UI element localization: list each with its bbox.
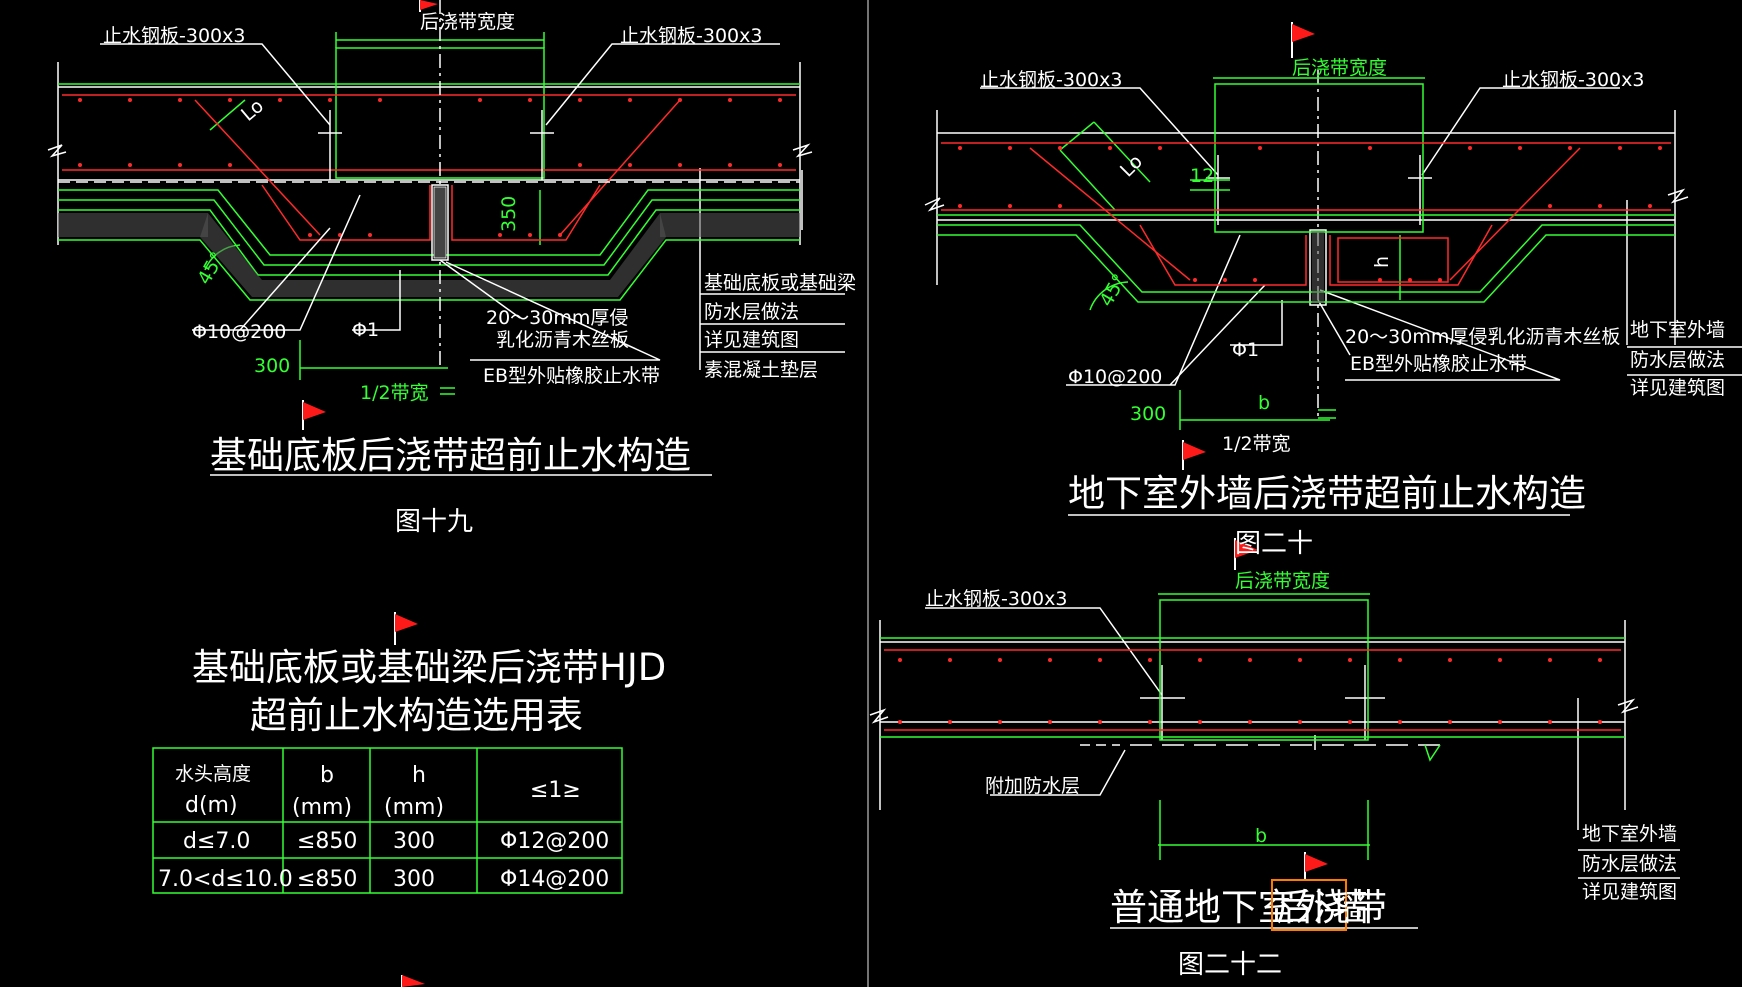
table-cell: ≤850 <box>297 829 357 854</box>
table-title-line1: 基础底板或基础梁后浇带HJD <box>192 646 666 689</box>
fig19-board-line2: 乳化沥青木丝板 <box>496 329 629 351</box>
fig22-b-label: b <box>1255 825 1267 847</box>
fig22-title-highlight[interactable]: 后浇带 <box>1276 886 1387 929</box>
fig20-dim-300: 300 <box>1130 403 1166 425</box>
fig20-rebar1-label: Φ10@200 <box>1068 366 1162 388</box>
selection-table: 基础底板或基础梁后浇带HJD 超前止水构造选用表 水头高度 d(m) b (mm… <box>152 612 666 987</box>
table-cell: ≤850 <box>297 867 357 892</box>
fig19-caption: 图十九 <box>395 507 473 537</box>
table-cell: Φ12@200 <box>500 829 609 854</box>
table-cell: 7.0<d≤10.0 <box>158 867 293 892</box>
search-highlight-box[interactable] <box>1271 879 1347 931</box>
flag-icon[interactable] <box>302 400 326 430</box>
table-header-3-l2: (mm) <box>384 795 444 820</box>
fig19-rebar-dots <box>78 98 782 237</box>
fig20-eb-strip-label: EB型外贴橡胶止水带 <box>1350 353 1527 375</box>
fig19-title: 基础底板后浇带超前止水构造 <box>210 434 691 477</box>
fig22-title-main: 普通地下室外墙 <box>1110 886 1369 929</box>
figure-20[interactable]: 止水钢板-300x3 止水钢板-300x3 后浇带宽度 Lo 12 h 45° … <box>924 22 1742 570</box>
fig22-rebar-dots <box>898 658 1602 724</box>
fig22-caption: 图二十二 <box>1178 950 1282 980</box>
fig19-dim-300: 300 <box>254 355 290 377</box>
fig20-legend-3: 详见建筑图 <box>1630 377 1725 399</box>
fig19-band-width-label: 后浇带宽度 <box>420 11 515 33</box>
fig19-eb-strip-label: EB型外贴橡胶止水带 <box>483 365 660 387</box>
fig19-plate-right-label: 止水钢板-300x3 <box>620 25 762 47</box>
figure-22[interactable]: 后浇带宽度 止水钢板-300x3 附加防水层 b 地下室外墙 防水层做法 详见建… <box>869 570 1680 980</box>
fig22-plate-label: 止水钢板-300x3 <box>925 588 1067 610</box>
fig20-legend-2: 防水层做法 <box>1630 349 1725 371</box>
fig19-half-band-label: 1/2带宽 <box>360 382 429 404</box>
fig19-legend-4: 素混凝土垫层 <box>704 359 818 381</box>
table-cell: 300 <box>393 829 435 854</box>
table-title-line2: 超前止水构造选用表 <box>250 694 583 737</box>
flag-icon[interactable] <box>1291 22 1315 58</box>
fig20-dim-12: 12 <box>1190 165 1214 187</box>
fig20-plate-left-label: 止水钢板-300x3 <box>980 69 1122 91</box>
fig20-plate-right-label: 止水钢板-300x3 <box>1502 69 1644 91</box>
table-header-2-l2: (mm) <box>292 795 352 820</box>
fig19-legend-1: 基础底板或基础梁 <box>704 272 856 294</box>
flag-icon[interactable] <box>394 612 418 645</box>
table-cell: Φ14@200 <box>500 867 609 892</box>
fig19-legend-3: 详见建筑图 <box>704 329 799 351</box>
fig19-legend-2: 防水层做法 <box>704 301 799 323</box>
fig22-legend-1: 地下室外墙 <box>1582 823 1677 845</box>
fig20-b-label: b <box>1258 392 1270 414</box>
fig22-legend-3: 详见建筑图 <box>1582 881 1677 903</box>
fig19-rebar2-label: Φ1 <box>352 319 379 341</box>
fig22-legend-2: 防水层做法 <box>1582 853 1677 875</box>
fig20-rebar2-label: Φ1 <box>1232 339 1259 361</box>
fig20-title: 地下室外墙后浇带超前止水构造 <box>1068 472 1586 515</box>
fig19-rebar1-label: Φ10@200 <box>192 321 286 343</box>
fig19-plate-left-label: 止水钢板-300x3 <box>103 25 245 47</box>
table-header-1-l2: d(m) <box>185 793 238 818</box>
fig20-half-band-label: 1/2带宽 <box>1222 433 1291 455</box>
fig22-extra-layer-label: 附加防水层 <box>985 775 1080 797</box>
fig20-band-width-label: 后浇带宽度 <box>1292 57 1387 79</box>
fig20-rebar-dots <box>958 146 1662 282</box>
table-grid <box>152 747 623 894</box>
flag-icon[interactable] <box>1182 440 1206 470</box>
table-header-2-l1: b <box>320 763 334 788</box>
fig20-h-label: h <box>1371 256 1393 268</box>
table-header-1-l1: 水头高度 <box>175 763 251 785</box>
fig19-board-line1: 20～30mm厚侵 <box>486 307 628 329</box>
fig20-board-label: 20～30mm厚侵乳化沥青木丝板 <box>1345 326 1620 348</box>
fig20-legend-1: 地下室外墙 <box>1630 319 1725 341</box>
flag-icon[interactable] <box>419 0 438 12</box>
figure-19[interactable]: 止水钢板-300x3 止水钢板-300x3 后浇带宽度 Lo 350 45° Φ… <box>47 0 856 537</box>
flag-icon[interactable] <box>1304 852 1328 880</box>
fig22-band-width-label: 后浇带宽度 <box>1235 570 1330 592</box>
fig20-caption: 图二十 <box>1235 529 1313 559</box>
table-header-4: ≤1≥ <box>530 778 581 803</box>
table-header-3-l1: h <box>412 763 426 788</box>
table-cell: d≤7.0 <box>183 829 250 854</box>
fig19-dim-350: 350 <box>498 196 520 232</box>
flag-icon[interactable] <box>1234 538 1258 570</box>
flag-icon[interactable] <box>401 975 425 987</box>
table-cell: 300 <box>393 867 435 892</box>
